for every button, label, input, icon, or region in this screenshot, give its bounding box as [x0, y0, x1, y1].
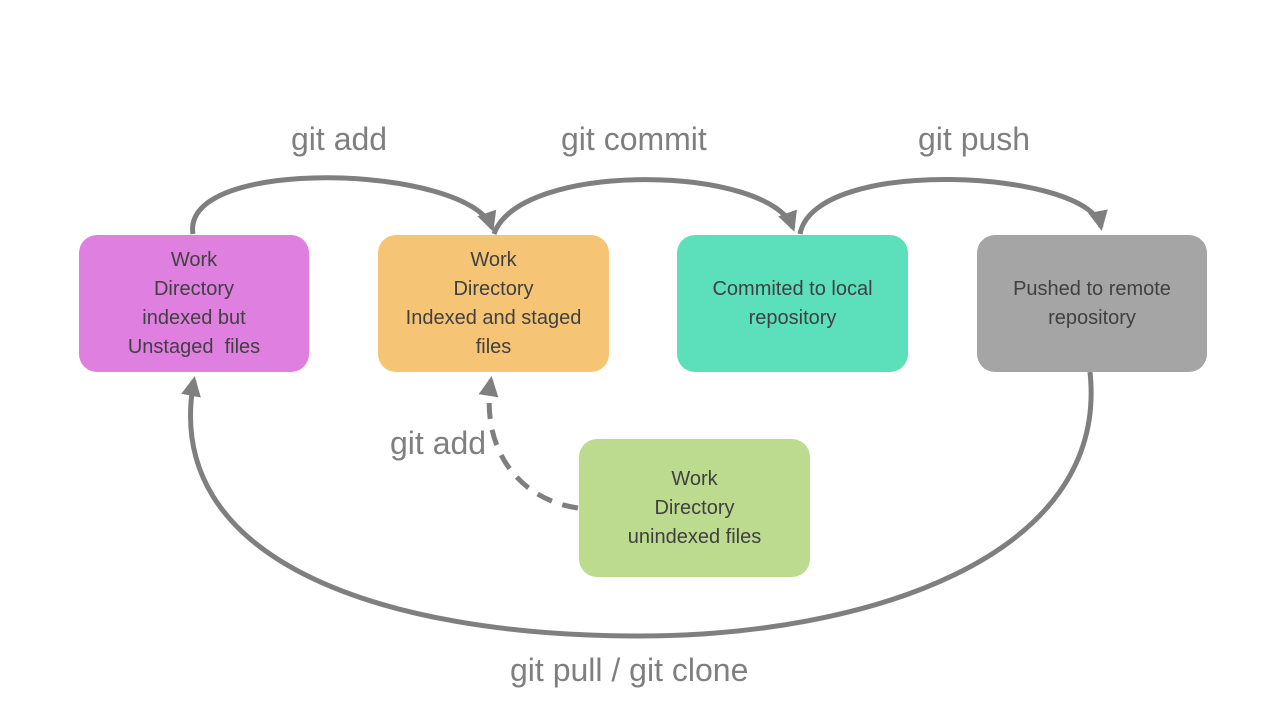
node-staged-files: Work Directory Indexed and staged files — [378, 235, 609, 372]
node-line: files — [475, 335, 512, 358]
git-pull-clone-arrow — [181, 371, 1094, 639]
node-line: Directory — [153, 277, 234, 300]
node-line: Work — [470, 248, 517, 271]
git-push-arrow — [797, 176, 1108, 235]
git-add-arrow — [190, 175, 497, 235]
git-push-label: git push — [918, 121, 1031, 157]
node-line: Work — [671, 467, 718, 490]
node-line: repository — [1048, 306, 1136, 329]
node-line: Pushed to remote — [1013, 277, 1171, 300]
git-pull-clone-label: git pull / git clone — [510, 652, 749, 688]
node-local-repository: Commited to local repository — [677, 235, 908, 372]
node-line: repository — [748, 306, 837, 329]
node-line: Commited to local — [712, 277, 873, 300]
node-unindexed-files: Work Directory unindexed files — [579, 439, 810, 577]
node-line: Directory — [453, 277, 534, 300]
git-add-label: git add — [291, 121, 388, 157]
node-line: indexed but — [142, 306, 246, 329]
node-line: Directory — [654, 496, 735, 519]
node-line: Unstaged files — [127, 335, 261, 358]
node-line: Work — [170, 248, 218, 271]
node-line: unindexed files — [627, 525, 762, 548]
node-unstaged-files: Work Directory indexed but Unstaged file… — [79, 235, 309, 372]
git-add-dashed-arrow — [478, 376, 579, 511]
node-line: Indexed and staged — [405, 306, 582, 329]
git-add-dashed-label: git add — [390, 425, 487, 461]
git-commit-arrow — [491, 177, 797, 235]
git-commit-label: git commit — [561, 121, 707, 157]
node-remote-repository: Pushed to remote repository — [977, 235, 1207, 372]
